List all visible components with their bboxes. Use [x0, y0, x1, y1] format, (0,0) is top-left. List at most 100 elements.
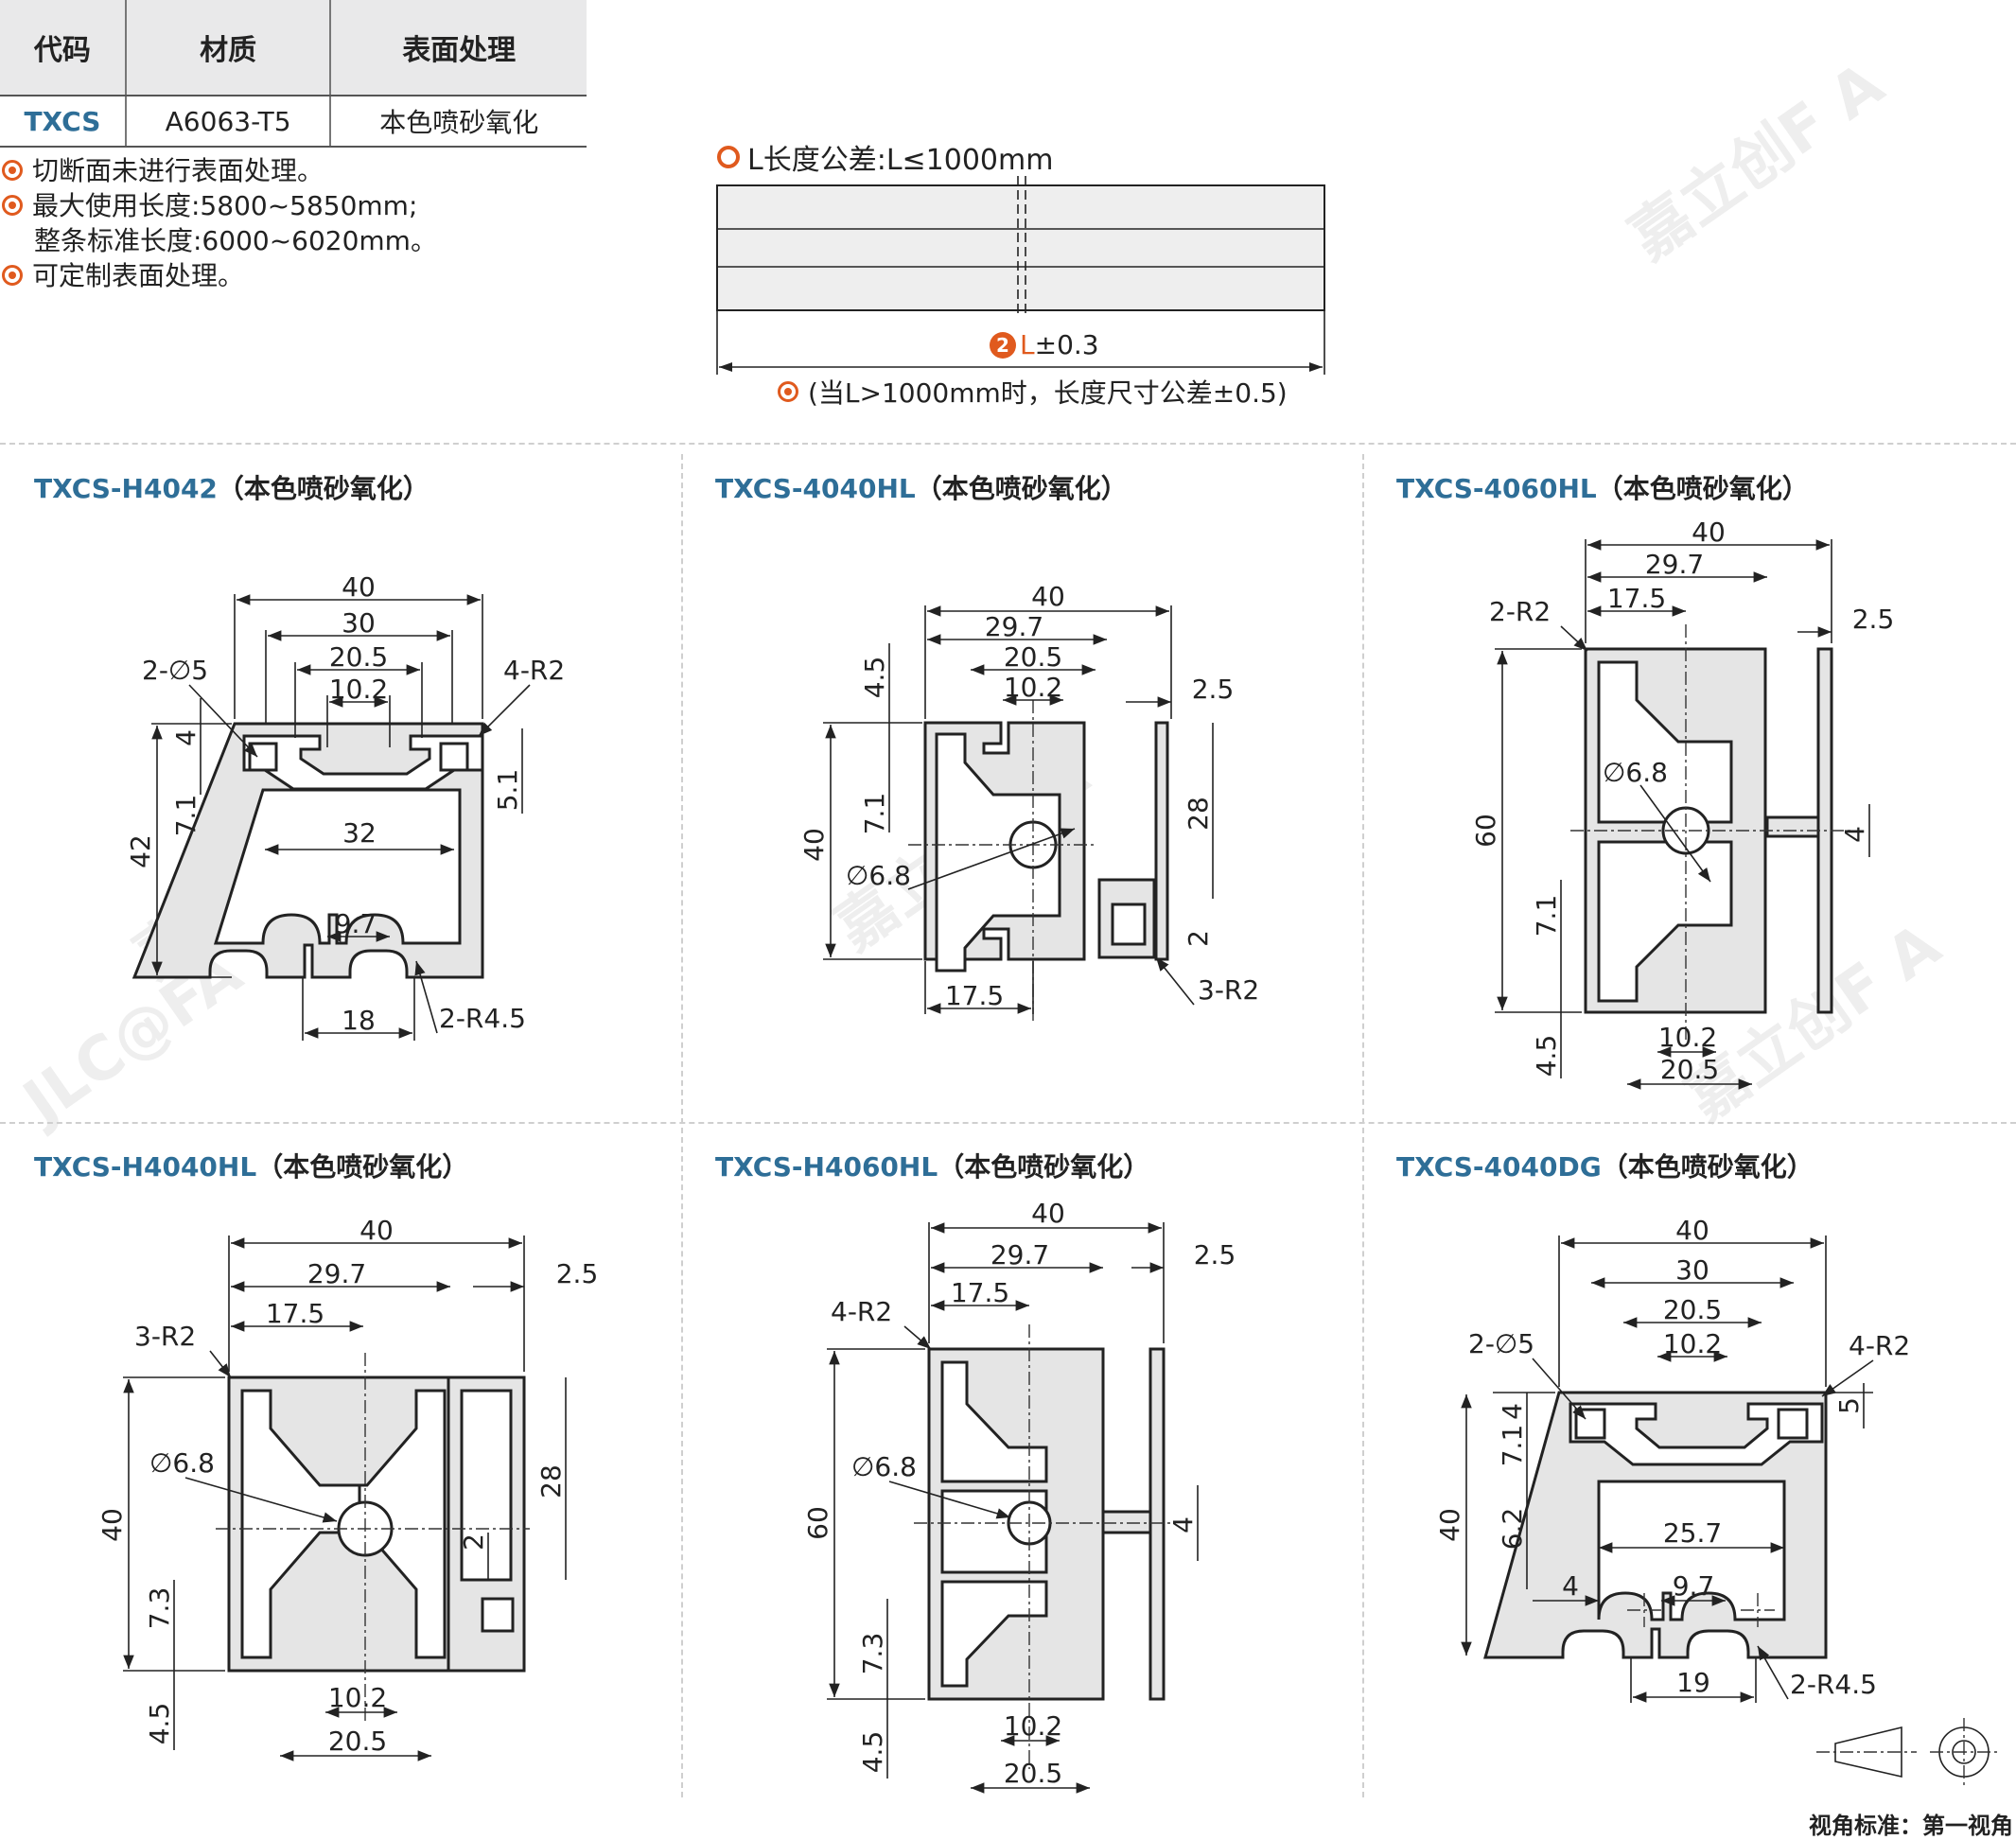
svg-text:6.2: 6.2: [1497, 1508, 1528, 1551]
svg-text:17.5: 17.5: [951, 1277, 1009, 1308]
svg-text:30: 30: [1675, 1254, 1709, 1286]
note-text: 最大使用长度:5800~5850mm;: [32, 190, 418, 221]
svg-text:28: 28: [1183, 797, 1214, 831]
profile-title: TXCS-4060HL（本色喷砂氧化）: [1396, 473, 1809, 504]
svg-text:3-R2: 3-R2: [1198, 974, 1259, 1006]
length-note: (当L>1000mm时，长度尺寸公差±0.5): [778, 373, 1288, 411]
svg-text:10.2: 10.2: [1004, 1710, 1062, 1742]
dim-width: 40: [342, 571, 376, 603]
svg-text:2: 2: [1183, 930, 1214, 947]
svg-text:17.5: 17.5: [945, 980, 1004, 1011]
svg-text:2.5: 2.5: [556, 1258, 599, 1289]
separator: [1362, 454, 1364, 1797]
svg-text:10.2: 10.2: [329, 674, 388, 705]
svg-text:4-R2: 4-R2: [1849, 1330, 1910, 1361]
svg-text:4: 4: [1497, 1403, 1528, 1420]
svg-text:20.5: 20.5: [1660, 1054, 1719, 1085]
svg-text:∅6.8: ∅6.8: [149, 1447, 215, 1479]
svg-text:17.5: 17.5: [1607, 583, 1666, 614]
profile-title: TXCS-H4060HL（本色喷砂氧化）: [715, 1151, 1150, 1183]
profile-4060hl: 40 29.7 17.5 2.5 2-R2 ∅6.8 60 4 7.1 4.5 …: [1470, 517, 1895, 1090]
svg-text:2: 2: [458, 1533, 489, 1551]
svg-text:20.5: 20.5: [1004, 1758, 1062, 1789]
svg-text:29.7: 29.7: [1645, 549, 1704, 580]
svg-text:4.5: 4.5: [859, 657, 890, 699]
svg-text:10.2: 10.2: [1658, 1022, 1717, 1053]
separator: [681, 454, 683, 1797]
svg-text:40: 40: [359, 1215, 394, 1246]
svg-text:19: 19: [1676, 1667, 1710, 1698]
svg-text:10.2: 10.2: [1004, 672, 1062, 703]
svg-text:42: 42: [125, 834, 156, 868]
svg-text:17.5: 17.5: [266, 1298, 324, 1329]
note-text: 可定制表面处理。: [32, 260, 245, 291]
separator: [0, 443, 2016, 445]
svg-text:4-R2: 4-R2: [831, 1296, 892, 1327]
svg-text:40: 40: [1675, 1215, 1709, 1246]
ring-icon: [717, 146, 740, 168]
view-standard-label: 视角标准：第一视角: [1809, 1813, 2013, 1839]
svg-text:5: 5: [1833, 1397, 1865, 1414]
bullet-icon: [2, 160, 23, 181]
profile-title: TXCS-H4040HL（本色喷砂氧化）: [34, 1151, 469, 1183]
cell-code: TXCS: [0, 96, 127, 148]
profile-title: TXCS-4040HL（本色喷砂氧化）: [715, 473, 1128, 504]
note-text: 切断面未进行表面处理。: [32, 155, 324, 186]
profile-4040dg: 40 30 20.5 10.2 2-∅5 4-R2 5 40 4 7.1 6.2…: [1434, 1215, 1910, 1703]
header-finish: 表面处理: [330, 0, 587, 96]
svg-text:29.7: 29.7: [990, 1239, 1049, 1270]
svg-text:∅6.8: ∅6.8: [1603, 757, 1668, 788]
cell-finish: 本色喷砂氧化: [330, 96, 587, 148]
svg-text:2-R4.5: 2-R4.5: [1790, 1669, 1877, 1700]
svg-text:2-∅5: 2-∅5: [142, 655, 208, 686]
svg-text:10.2: 10.2: [1663, 1328, 1722, 1359]
projection-symbol-icon: [1816, 1718, 1998, 1786]
header-material: 材质: [125, 0, 332, 96]
svg-text:5.1: 5.1: [492, 769, 523, 812]
svg-text:2.5: 2.5: [1194, 1239, 1236, 1270]
notes: 切断面未进行表面处理。 最大使用长度:5800~5850mm; 整条标准长度:6…: [2, 153, 437, 293]
svg-text:3-R2: 3-R2: [134, 1321, 196, 1352]
svg-text:60: 60: [802, 1506, 833, 1540]
svg-text:20.5: 20.5: [1663, 1294, 1722, 1325]
length-value: 2 L ±0.3: [990, 329, 1099, 360]
svg-text:40: 40: [798, 828, 830, 862]
spec-table: 代码 材质 表面处理 TXCS A6063-T5 本色喷砂氧化: [0, 0, 587, 148]
svg-text:29.7: 29.7: [985, 611, 1043, 642]
svg-text:4: 4: [1839, 826, 1870, 843]
length-tolerance-heading: L长度公差:L≤1000mm: [717, 136, 1053, 178]
svg-text:9.7: 9.7: [1673, 1570, 1715, 1602]
svg-text:4.5: 4.5: [1531, 1035, 1562, 1078]
profile-h4040hl: 40 29.7 17.5 2.5 3-R2 ∅6.8 40 28 2 7.3 4…: [96, 1215, 599, 1761]
svg-text:25.7: 25.7: [1663, 1517, 1722, 1549]
svg-text:7.3: 7.3: [144, 1587, 175, 1630]
badge-two: 2: [990, 331, 1016, 359]
svg-text:2.5: 2.5: [1852, 604, 1895, 635]
svg-text:40: 40: [1031, 1198, 1065, 1229]
profile-title: TXCS-H4042（本色喷砂氧化）: [34, 473, 429, 504]
svg-text:40: 40: [96, 1508, 128, 1542]
svg-text:20.5: 20.5: [328, 1726, 387, 1757]
svg-text:28: 28: [535, 1464, 567, 1498]
svg-text:40: 40: [1434, 1508, 1465, 1542]
svg-text:4.5: 4.5: [144, 1703, 175, 1745]
svg-text:∅6.8: ∅6.8: [851, 1451, 917, 1482]
svg-text:20.5: 20.5: [329, 641, 388, 673]
svg-text:40: 40: [1692, 517, 1726, 548]
svg-text:29.7: 29.7: [307, 1258, 366, 1289]
svg-text:∅6.8: ∅6.8: [846, 860, 911, 891]
svg-text:18: 18: [342, 1005, 376, 1036]
svg-text:7.1: 7.1: [859, 793, 890, 835]
profile-h4060hl: 40 29.7 17.5 2.5 4-R2 ∅6.8 60 4 7.3 4.5 …: [802, 1198, 1236, 1794]
svg-text:4: 4: [170, 729, 202, 746]
svg-text:2-∅5: 2-∅5: [1468, 1328, 1534, 1359]
svg-text:4: 4: [1167, 1516, 1199, 1533]
bullet-icon: [2, 265, 23, 286]
svg-text:2-R2: 2-R2: [1489, 596, 1551, 627]
svg-text:7.1: 7.1: [170, 795, 202, 837]
svg-text:2-R4.5: 2-R4.5: [439, 1003, 526, 1034]
svg-text:30: 30: [342, 607, 376, 639]
svg-text:60: 60: [1470, 814, 1501, 848]
